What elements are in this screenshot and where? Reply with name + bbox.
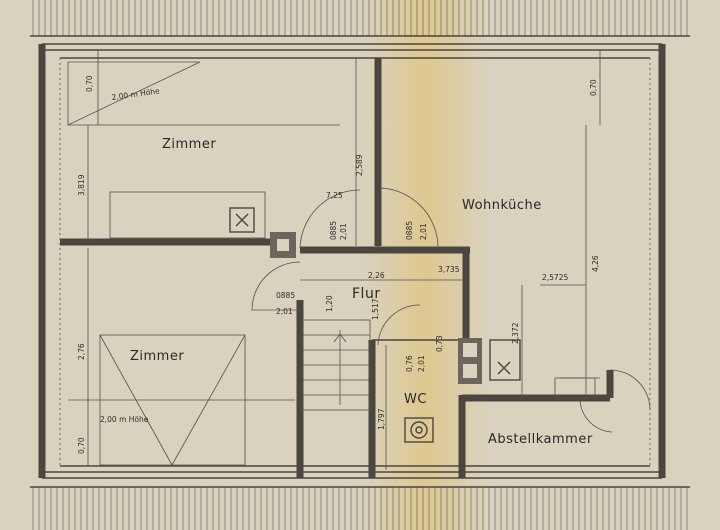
chimneys [270,232,482,384]
room-label-abstellkammer: Abstellkammer [488,432,593,447]
dim-label: 1,20 [325,295,334,312]
staircase [301,319,371,411]
dim-label: 2,01 [417,355,426,372]
room-label-flur: Flur [352,286,381,302]
dim-label: 2,76 [77,343,86,360]
outer-walls [38,43,666,479]
room-label-zimmer-bottom: Zimmer [130,349,184,364]
dim-label: 3,819 [77,174,86,196]
roof-hatch-top [30,0,690,36]
room-label-zimmer-top: Zimmer [162,137,216,152]
dim-label: 0,70 [85,75,94,92]
dim-label: 0885 [405,221,414,240]
dim-label: 0,73 [435,335,444,352]
dim-label: 4,26 [591,255,600,272]
dim-label: 2,5725 [542,273,568,282]
knee-walls [59,58,651,466]
dim-label: 2,01 [339,223,348,240]
dim-label: 0,76 [405,355,414,372]
dim-label: 1,517 [371,298,380,320]
door-swings [251,187,651,433]
dim-label: 2,01 [419,223,428,240]
dimension-lines [87,50,601,470]
dim-label: 2,589 [355,154,364,176]
dim-label: 7,25 [326,191,343,200]
dim-label: 3,735 [438,265,460,274]
roof-hatch-bottom [30,487,690,530]
dim-label: 2,00 m Höhe [100,415,149,424]
dim-label: 0885 [329,221,338,240]
dim-label: 2,26 [368,271,385,280]
room-label-wc: WC [404,392,427,407]
dim-label: 0885 [276,291,295,300]
dim-label: 1,797 [377,408,386,430]
furniture [67,61,600,466]
room-label-wohnkueche: Wohnküche [462,198,542,213]
dim-label: 2,01 [276,307,293,316]
vent-marks [229,207,521,381]
dim-label: 2,372 [511,322,520,344]
dim-label: 0,70 [589,79,598,96]
dim-label: 0,70 [77,437,86,454]
toilet-icon [404,417,434,443]
